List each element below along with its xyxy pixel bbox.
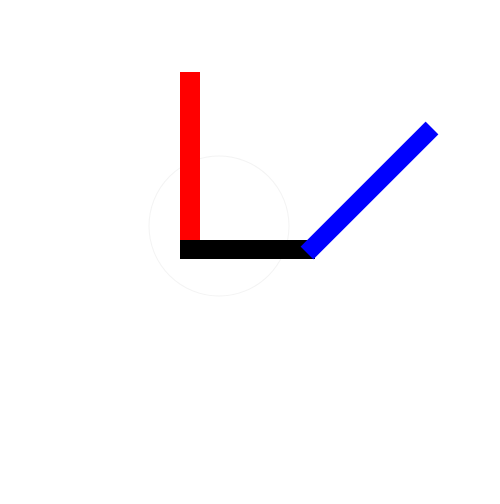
black-bar: [180, 240, 315, 259]
blue-bar: [300, 121, 439, 260]
red-bar: [180, 72, 200, 259]
faint-circle: [148, 155, 290, 297]
